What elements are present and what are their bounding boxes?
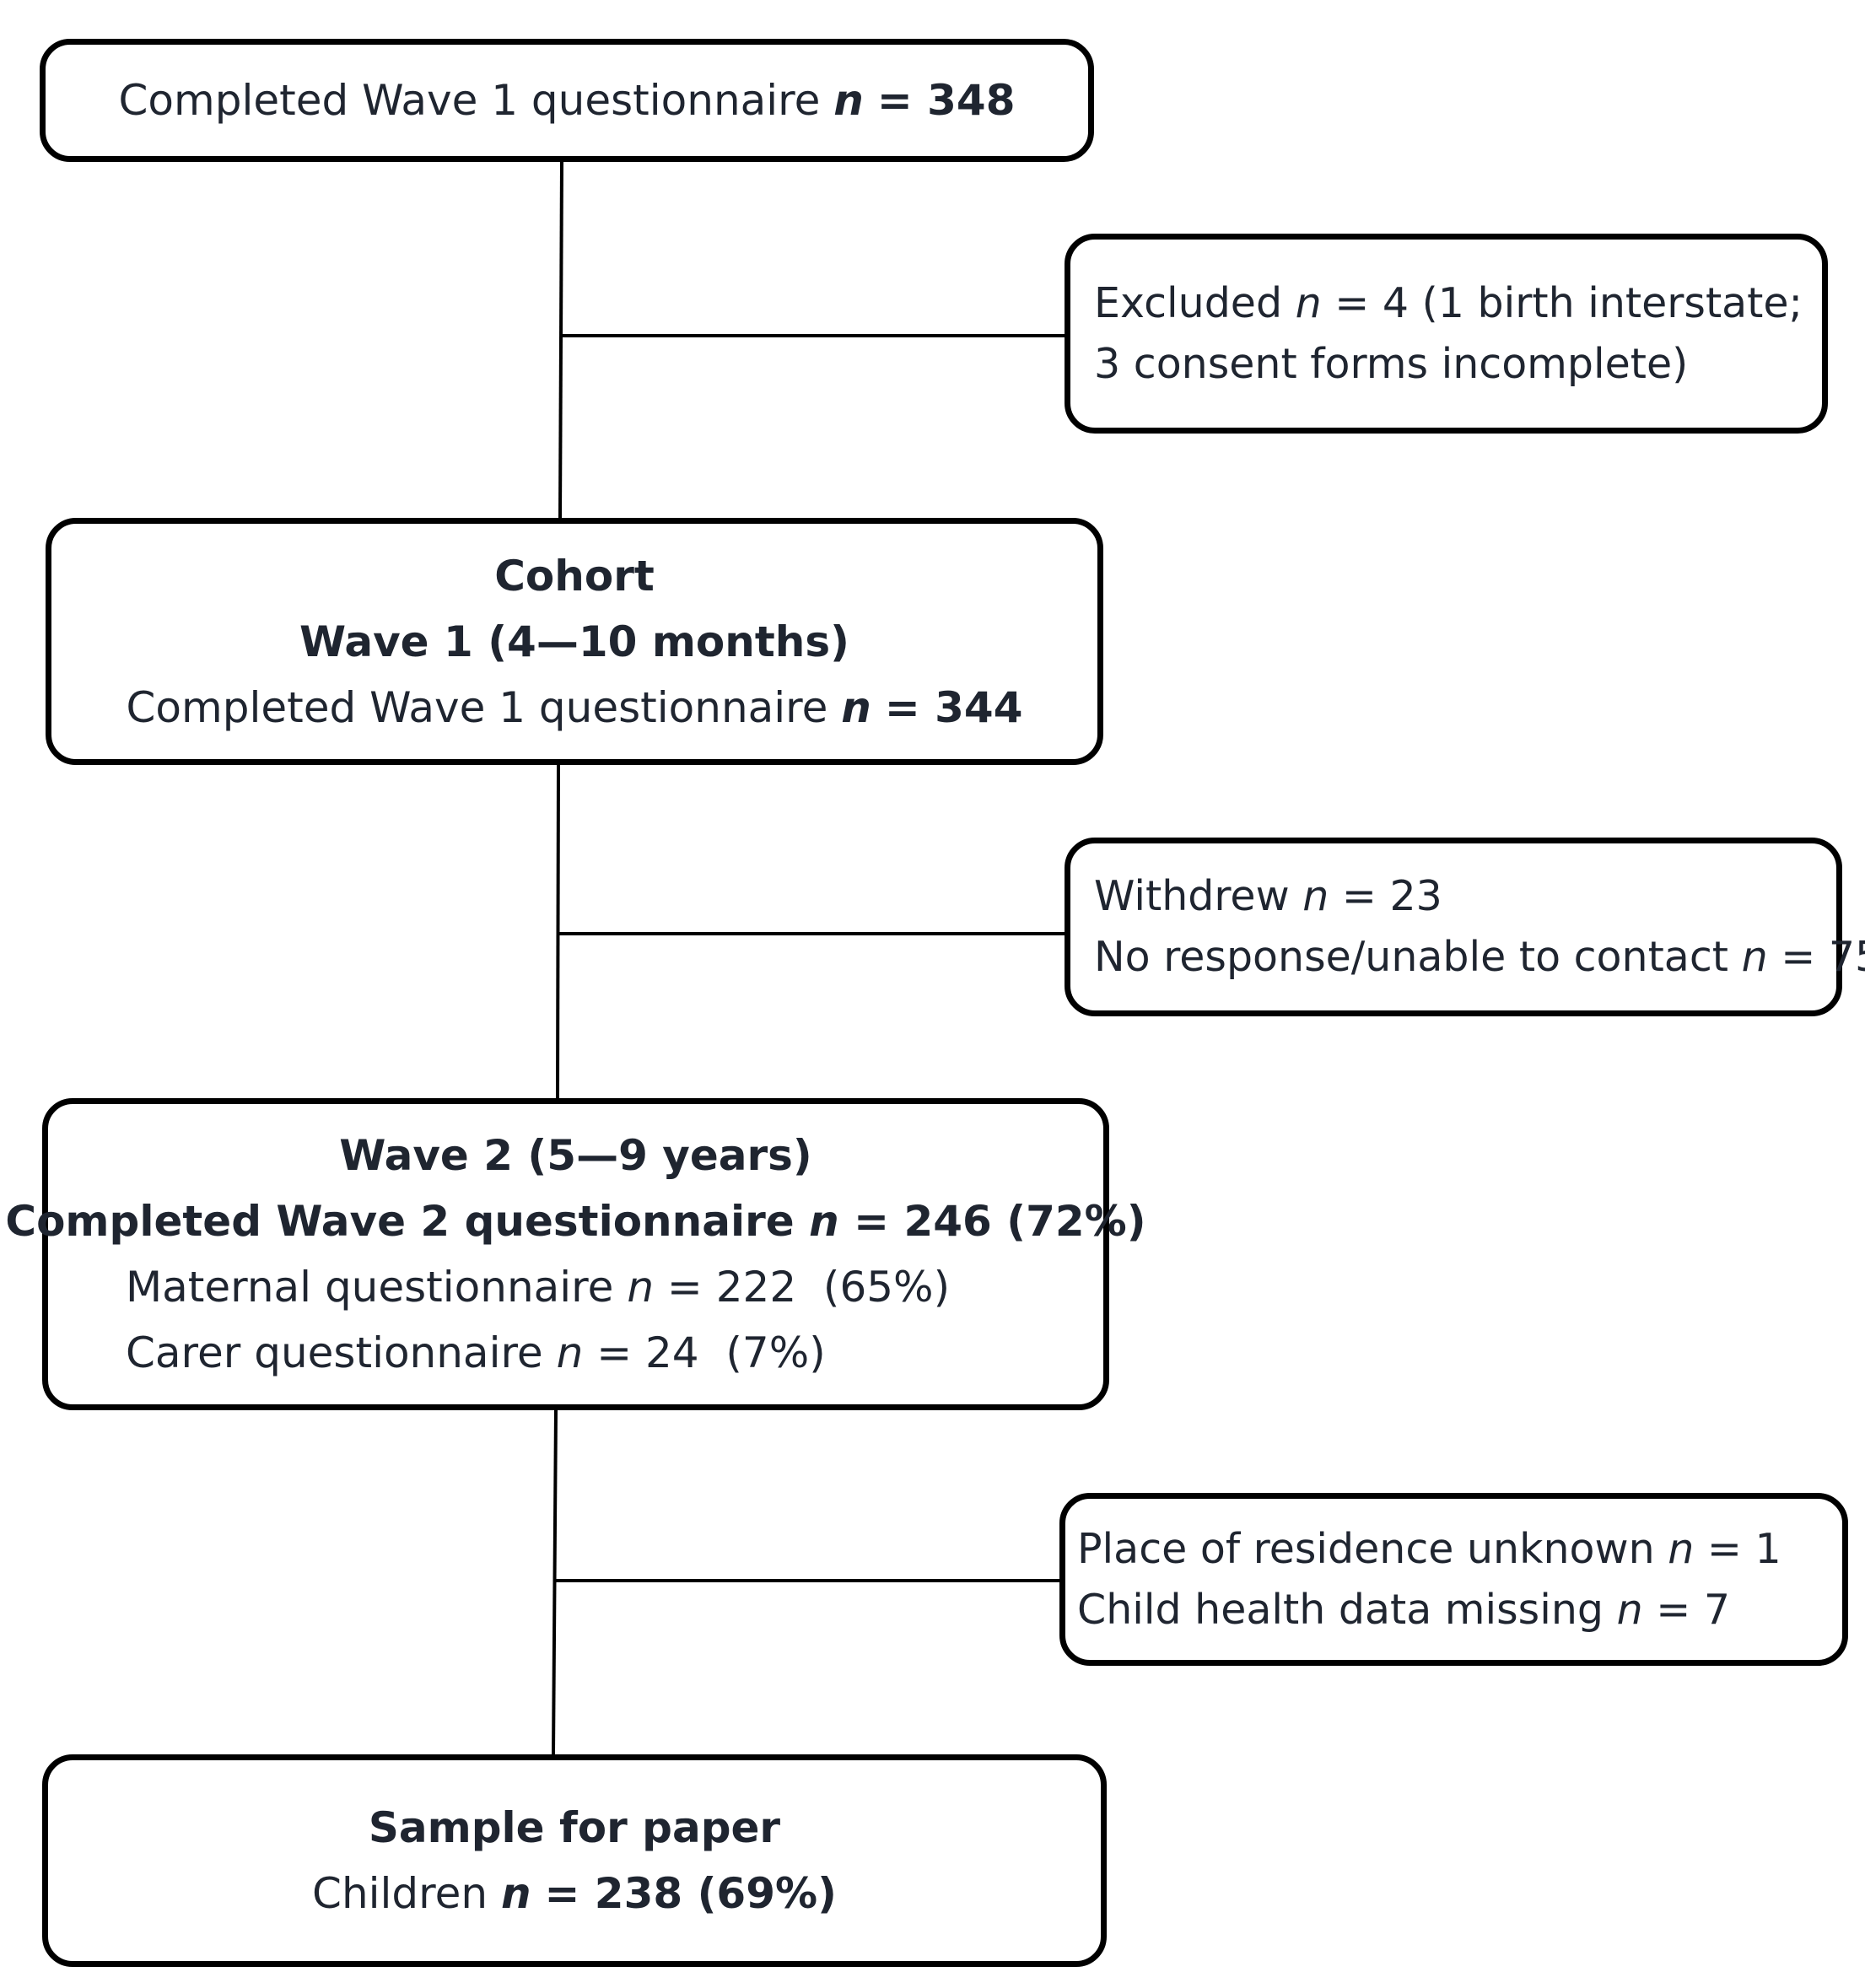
connector-top-to-wave1 [558,161,563,519]
n-symbol: n [1616,1585,1643,1634]
n-symbol: n [1668,1524,1695,1573]
wave1-completed-label: Completed Wave 1 questionnaire [126,682,828,732]
n-symbol: n [833,76,864,125]
n-symbol: n [556,1328,584,1377]
excluded-label: Excluded [1094,278,1283,327]
maternal-label: Maternal questionnaire [126,1263,614,1312]
box-excluded: Excluded n = 4 (1 birth interstate; 3 co… [1065,234,1828,434]
wave2-title: Wave 2 (5—9 years) [339,1131,812,1180]
wave2-completed-count: = 246 (72%) [854,1197,1146,1246]
residence-unknown-count: = 1 [1706,1524,1781,1573]
sample-title: Sample for paper [368,1803,781,1852]
excluded-count: = 4 (1 birth interstate; [1334,278,1803,327]
wave2-completed-line: Completed Wave 2 questionnaire n = 246 (… [5,1188,1145,1254]
withdrew-line-2: No response/unable to contact n = 75 [1094,927,1865,988]
n-symbol: n [500,1869,531,1918]
excluded-line-2: 3 consent forms incomplete) [1094,339,1689,388]
no-response-label: No response/unable to contact [1094,933,1728,981]
wave1-completed-line: Completed Wave 1 questionnaire n = 344 [127,675,1023,741]
carer-count: = 24 (7%) [596,1328,826,1377]
withdrew-line-1: Withdrew n = 23 [1094,866,1442,927]
carer-line: Carer questionnaire n = 24 (7%) [58,1320,826,1386]
health-data-missing-count: = 7 [1656,1585,1731,1634]
box-residence-missing: Place of residence unknown n = 1 Child h… [1059,1493,1848,1666]
residence-line-1: Place of residence unknown n = 1 [1077,1519,1781,1580]
n-symbol: n [1295,278,1322,327]
maternal-line: Maternal questionnaire n = 222 (65%) [58,1254,950,1320]
children-label: Children [312,1869,488,1918]
no-response-count: = 75 [1781,933,1865,981]
n-symbol: n [1302,872,1329,920]
wave1-subtitle: Wave 1 (4—10 months) [299,617,849,666]
children-count: = 238 (69%) [544,1869,837,1918]
withdrew-label: Withdrew [1094,872,1290,920]
withdrew-count: = 23 [1341,872,1442,920]
box-wave2: Wave 2 (5—9 years) Completed Wave 2 ques… [5,1098,1146,1410]
health-data-missing-label: Child health data missing [1077,1585,1604,1634]
wave1-completed-count: = 344 [884,682,1023,732]
sample-children-line: Children n = 238 (69%) [312,1861,837,1926]
n-symbol: n [809,1197,839,1246]
box-withdrew: Withdrew n = 23 No response/unable to co… [1065,838,1865,1016]
n-symbol: n [841,682,871,732]
carer-label: Carer questionnaire [126,1328,543,1377]
residence-line-2: Child health data missing n = 7 [1077,1580,1730,1641]
box-cohort-wave1: Cohort Wave 1 (4—10 months) Completed Wa… [46,518,1103,765]
cohort-title: Cohort [494,551,655,601]
top-box-text: Completed Wave 1 questionnaire n = 348 [119,67,1016,133]
maternal-count: = 222 (65%) [666,1263,951,1312]
box-completed-wave1: Completed Wave 1 questionnaire n = 348 [40,39,1094,162]
top-box-label: Completed Wave 1 questionnaire [118,76,821,125]
residence-unknown-label: Place of residence unknown [1077,1524,1655,1573]
n-symbol: n [627,1263,655,1312]
wave2-completed-label: Completed Wave 2 questionnaire [5,1197,795,1246]
n-symbol: n [1741,933,1768,981]
connector-wave2-to-sample [552,1409,558,1755]
excluded-line-1: Excluded n = 4 (1 birth interstate; [1094,273,1803,334]
box-sample-for-paper: Sample for paper Children n = 238 (69%) [42,1754,1107,1967]
top-box-count: = 348 [876,76,1016,125]
